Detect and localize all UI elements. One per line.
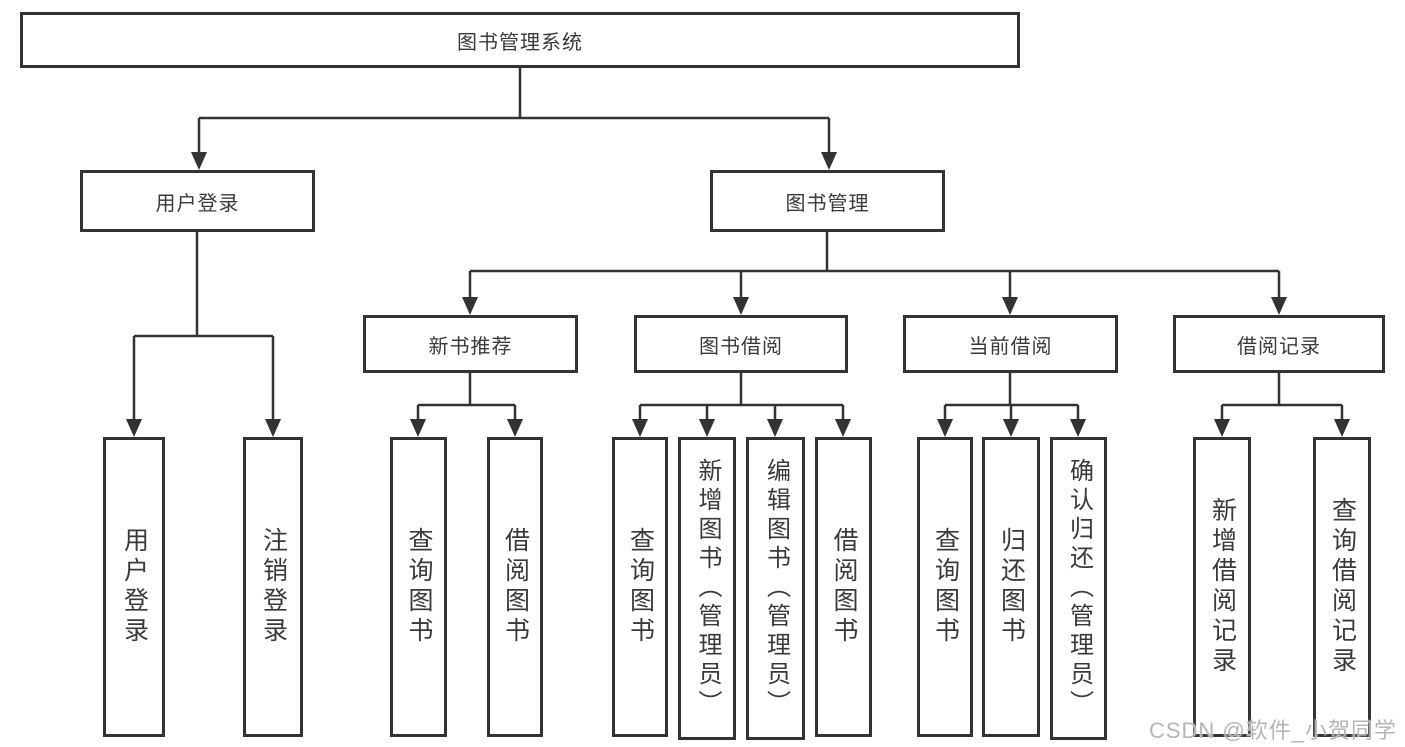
leaf-borrow-add-books-admin: 新增图书（管理员） (678, 437, 736, 740)
node-user-login-group: 用户登录 (80, 170, 315, 232)
leaf-recommend-borrow-books: 借阅图书 (487, 437, 543, 737)
leaf-records-add-record: 新增借阅记录 (1193, 437, 1251, 737)
leaf-user-login: 用户登录 (103, 437, 165, 737)
leaf-recommend-query-books: 查询图书 (390, 437, 447, 737)
node-borrow-records: 借阅记录 (1173, 315, 1385, 373)
leaf-borrow-edit-books-admin: 编辑图书（管理员） (746, 437, 805, 740)
node-book-management: 图书管理 (710, 170, 945, 232)
node-current-borrow: 当前借阅 (903, 315, 1118, 373)
leaf-current-query-books: 查询图书 (917, 437, 973, 737)
leaf-current-confirm-return-admin: 确认归还（管理员） (1050, 437, 1107, 740)
node-new-book-recommend: 新书推荐 (363, 315, 578, 373)
watermark: CSDN @软件_小贺同学 (1148, 718, 1397, 743)
node-root: 图书管理系统 (20, 12, 1020, 68)
node-book-borrow: 图书借阅 (634, 315, 848, 373)
leaf-records-query-record: 查询借阅记录 (1313, 437, 1371, 737)
leaf-current-return-books: 归还图书 (982, 437, 1040, 737)
leaf-logout: 注销登录 (243, 437, 303, 737)
leaf-borrow-query-books: 查询图书 (612, 437, 668, 737)
leaf-borrow-borrow-books: 借阅图书 (815, 437, 872, 737)
arrowheads (126, 152, 1350, 437)
